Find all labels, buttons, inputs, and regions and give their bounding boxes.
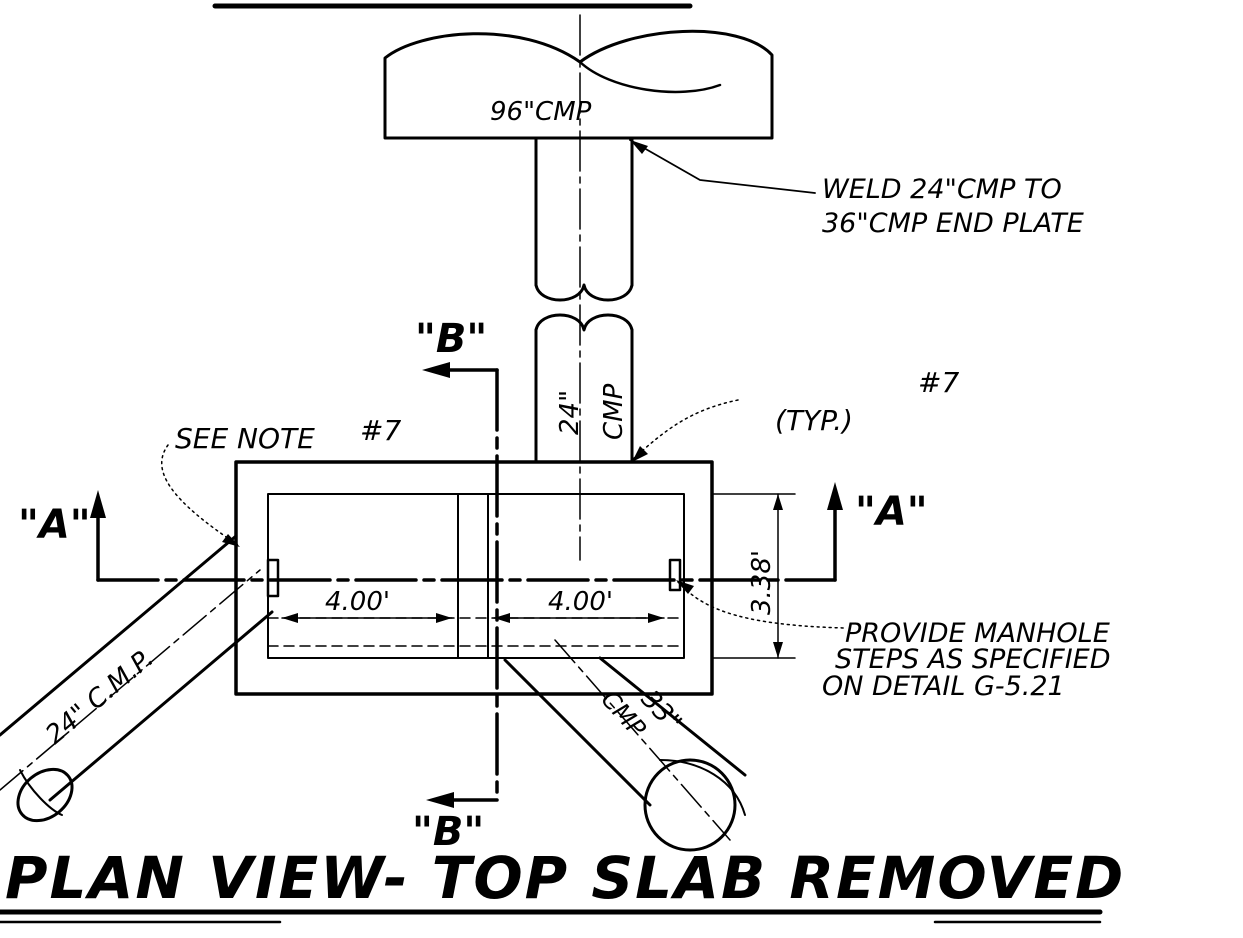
cmp-96-label: 96"CMP [490,97,592,127]
dim-right [493,613,665,623]
see-note-left-label: SEE NOTE [175,422,315,455]
manhole-step-left [266,558,280,598]
cmp-24-diagonal-centerline [0,569,261,791]
dim-vertical-label: 3.38' [747,550,777,615]
see-note-right-leader [631,399,739,461]
manhole-inner-chamber [267,493,685,659]
see-note-left-arrow [222,534,240,547]
dim-left [281,613,453,623]
section-a-left-label: "A" [18,502,91,548]
weld-leader [629,139,816,194]
section-b-bottom-label: "B" [412,809,484,855]
cmp-24-vertical-pipe-upper [534,136,634,302]
dim-left-label: 4.00' [325,587,390,617]
see-note-right-arrow [632,446,648,462]
see-note-left-leader [160,444,239,546]
cmp-24-vertical-pipe-lower [534,313,634,464]
cmp-24-vertical-label-cmp: CMP [599,383,629,440]
weld-note-line-1: WELD 24"CMP TO [822,174,1062,205]
section-a-right-arrow [827,482,843,510]
manhole-step-right [668,558,682,592]
steps-note-line-2: STEPS AS SPECIFIED [835,644,1111,675]
cmp-24-vertical-label-size: 24" [555,390,585,435]
weld-leader-arrow [630,140,648,154]
drawing-title: PLAN VIEW- TOP SLAB REMOVED [5,844,1125,912]
steps-leader-arrow [676,580,694,594]
weld-note-line-2: 36"CMP END PLATE [822,208,1084,239]
see-note-right-number: #7 [918,366,959,399]
cmp-24-diagonal-label: 24" C.M.P. [40,643,159,750]
section-b-top-label: "B" [415,316,487,362]
manhole-outer-wall [234,460,714,696]
cmp-33-diagonal-pipe [503,656,747,852]
cmp-96-pipe [383,29,774,140]
section-b-top-arrow [422,362,450,378]
see-note-right-typ: (TYP.) [775,404,853,437]
see-note-left-number: #7 [360,414,401,447]
cmp-33-centerline [554,639,731,841]
section-a-left-arrow [90,490,106,518]
steps-note-line-3: ON DETAIL G-5.21 [822,671,1065,702]
section-b-bottom-arrow [426,792,454,808]
dim-right-label: 4.00' [548,587,613,617]
section-a-right-label: "A" [855,489,928,535]
dim-vertical [711,493,796,659]
cmp-24-diagonal-pipe [0,534,274,823]
steps-note-line-1: PROVIDE MANHOLE [845,618,1110,649]
